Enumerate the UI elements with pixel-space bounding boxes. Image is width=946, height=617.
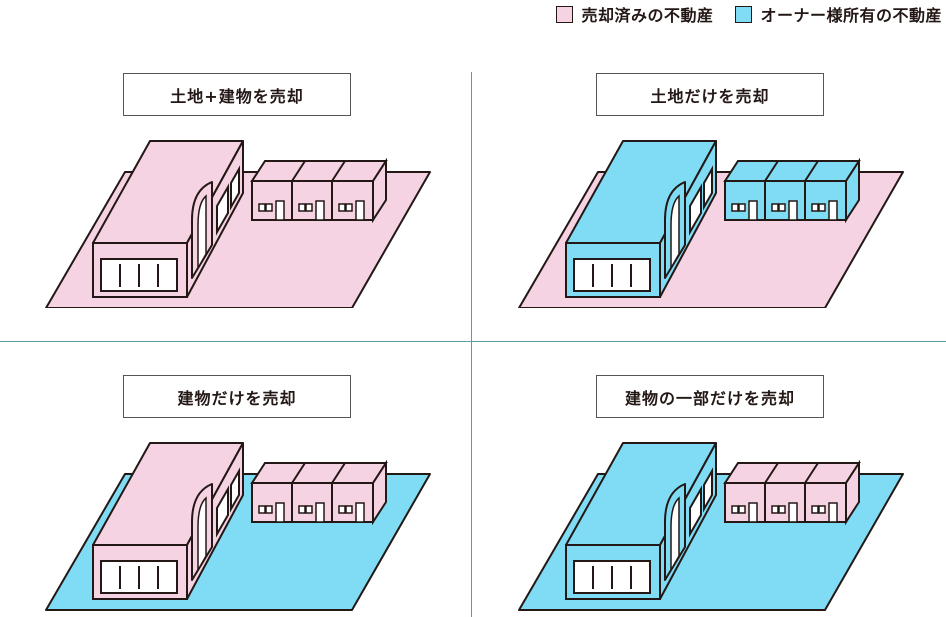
scene-illustration xyxy=(518,442,904,611)
legend-label-owner: オーナー様所有の不動産 xyxy=(760,6,942,25)
small-building-door xyxy=(788,502,798,523)
main-building-arch-door xyxy=(197,194,207,271)
small-building-window xyxy=(771,203,779,212)
main-building-side-window xyxy=(689,485,702,538)
small-building-window xyxy=(305,203,313,212)
small-building-window xyxy=(338,203,346,212)
small-building-front xyxy=(251,180,374,221)
small-building-window xyxy=(811,203,819,212)
small-building-window xyxy=(771,505,779,514)
vertical-divider xyxy=(471,72,472,617)
panel-land-and-building: 土地+建物を売却 xyxy=(0,0,473,308)
small-building-window xyxy=(305,505,313,514)
legend-item-owner: オーナー様所有の不動産 xyxy=(735,2,942,26)
small-building-roof-ridge xyxy=(291,462,306,484)
small-building-door xyxy=(315,200,325,221)
small-building-window xyxy=(265,505,273,514)
small-building-front xyxy=(251,482,374,523)
main-building-arch-door xyxy=(670,194,680,271)
panel-part-of-building: 建物の一部だけを売却 xyxy=(473,302,946,611)
small-building-window xyxy=(778,203,786,212)
small-building-window xyxy=(258,203,266,212)
legend: 売却済みの不動産 オーナー様所有の不動産 xyxy=(556,2,942,26)
panel-label: 建物だけを売却 xyxy=(123,375,351,418)
small-building-window xyxy=(778,505,786,514)
main-building-side-window xyxy=(216,485,229,538)
panel-label: 土地+建物を売却 xyxy=(123,73,351,116)
legend-swatch-owner xyxy=(735,5,753,23)
panel-label: 土地だけを売却 xyxy=(596,73,824,116)
small-building-window xyxy=(258,505,266,514)
small-building-roof-ridge xyxy=(804,160,819,182)
small-building-roof xyxy=(250,462,388,484)
small-building-door xyxy=(355,502,365,523)
small-building-window xyxy=(265,203,273,212)
legend-item-sold: 売却済みの不動産 xyxy=(556,2,713,26)
legend-swatch-sold xyxy=(556,5,574,23)
small-building-window xyxy=(298,203,306,212)
small-building-window xyxy=(811,505,819,514)
legend-label-sold: 売却済みの不動産 xyxy=(581,6,714,25)
small-building-window xyxy=(345,203,353,212)
main-building-side-window xyxy=(230,165,240,211)
small-building-door xyxy=(788,200,798,221)
scene-illustration xyxy=(45,140,431,308)
small-building-window xyxy=(818,505,826,514)
panel-label: 建物の一部だけを売却 xyxy=(596,375,824,418)
main-building-side-window xyxy=(703,467,713,513)
small-building-roof-ridge xyxy=(764,462,779,484)
scene-illustration xyxy=(45,442,431,611)
main-building-side-window xyxy=(703,165,713,211)
scene-illustration xyxy=(518,140,904,308)
horizontal-divider xyxy=(0,341,946,342)
small-building-window xyxy=(738,203,746,212)
small-building-window xyxy=(338,505,346,514)
main-building-side-window xyxy=(689,183,702,236)
small-building-door xyxy=(828,502,838,523)
small-building-window xyxy=(298,505,306,514)
main-building-arch-door xyxy=(670,496,680,573)
small-building-roof-ridge xyxy=(331,462,346,484)
small-building-door xyxy=(828,200,838,221)
small-building-door xyxy=(355,200,365,221)
panel-building-only: 建物だけを売却 xyxy=(0,302,473,611)
small-building-roof-ridge xyxy=(291,160,306,182)
small-building-window xyxy=(731,505,739,514)
small-building-window xyxy=(345,505,353,514)
small-building-window xyxy=(738,505,746,514)
small-building-door xyxy=(275,200,285,221)
small-building-door xyxy=(748,502,758,523)
panel-land-only: 土地だけを売却 xyxy=(473,0,946,308)
small-building-door xyxy=(275,502,285,523)
main-building-arch-door xyxy=(197,496,207,573)
small-building-front xyxy=(724,180,847,221)
small-building-roof-ridge xyxy=(804,462,819,484)
small-building-window xyxy=(818,203,826,212)
small-building-front xyxy=(724,482,847,523)
small-building-roof xyxy=(250,160,388,182)
small-building-window xyxy=(731,203,739,212)
small-building-roof-ridge xyxy=(764,160,779,182)
small-building-door xyxy=(315,502,325,523)
small-building-roof xyxy=(723,160,861,182)
small-building-roof-ridge xyxy=(331,160,346,182)
small-building-door xyxy=(748,200,758,221)
main-building-side-window xyxy=(216,183,229,236)
small-building-roof xyxy=(723,462,861,484)
main-building-side-window xyxy=(230,467,240,513)
